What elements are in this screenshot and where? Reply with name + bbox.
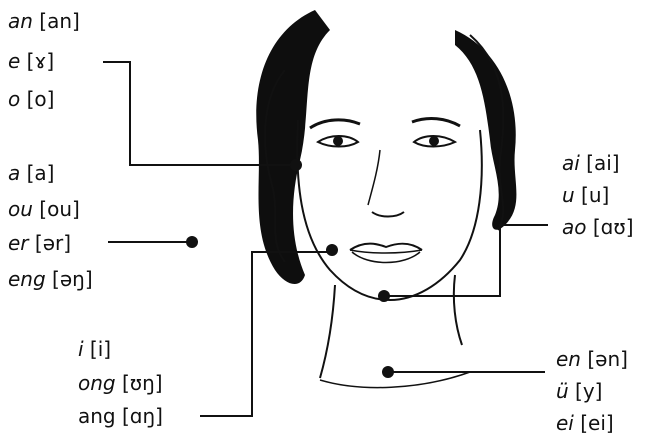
- nose-bridge: [368, 150, 380, 205]
- ipa-text: [i]: [90, 337, 111, 361]
- label-ou: ou [ou]: [8, 196, 80, 222]
- eyebrow-left: [310, 120, 360, 128]
- pointer-dot: [326, 244, 338, 256]
- pinyin-text: o: [8, 87, 20, 111]
- ipa-text: [ɑʊ]: [593, 215, 634, 239]
- pinyin-text: ü: [556, 379, 569, 403]
- ipa-text: [o]: [27, 87, 55, 111]
- label-u-umlaut: ü [y]: [556, 378, 603, 404]
- ipa-text: [ɤ]: [27, 49, 55, 73]
- iris-right: [429, 136, 439, 146]
- ipa-text: [y]: [575, 379, 602, 403]
- ipa-text: [ɑŋ]: [122, 404, 163, 428]
- pinyin-text: eng: [8, 267, 46, 291]
- label-er: er [ər]: [8, 230, 71, 256]
- lips-upper: [350, 244, 422, 250]
- pointer-dot: [186, 236, 198, 248]
- eyebrow-right: [412, 119, 460, 126]
- face-outline: [297, 120, 482, 300]
- label-ai: ai [ai]: [562, 150, 620, 176]
- label-ao: ao [ɑʊ]: [562, 214, 634, 240]
- leader-bottom-left: [200, 252, 330, 416]
- ipa-text: [a]: [27, 161, 55, 185]
- pinyin-text: u: [562, 183, 575, 207]
- pinyin-text: a: [8, 161, 20, 185]
- neck-right: [454, 275, 462, 345]
- pinyin-text: ong: [78, 371, 116, 395]
- label-ei: ei [ei]: [556, 410, 614, 436]
- pointer-dot: [382, 366, 394, 378]
- pinyin-text: er: [8, 231, 29, 255]
- label-en: en [ən]: [556, 346, 628, 372]
- ipa-text: [an]: [39, 9, 80, 33]
- label-o: o [o]: [8, 86, 54, 112]
- pinyin-text: ang: [78, 404, 116, 428]
- pointer-dot: [290, 159, 302, 171]
- label-e: e [ɤ]: [8, 48, 54, 74]
- ipa-text: [ei]: [580, 411, 613, 435]
- ipa-text: [u]: [581, 183, 609, 207]
- label-a: a [a]: [8, 160, 55, 186]
- label-an: an [an]: [8, 8, 80, 34]
- ipa-text: [ou]: [39, 197, 80, 221]
- pinyin-text: ai: [562, 151, 580, 175]
- pinyin-text: ei: [556, 411, 574, 435]
- hair-right-outer: [455, 30, 516, 230]
- label-eng: eng [əŋ]: [8, 266, 93, 292]
- neck-left: [320, 285, 335, 378]
- pinyin-text: ou: [8, 197, 33, 221]
- pinyin-text: ao: [562, 215, 587, 239]
- iris-left: [333, 136, 343, 146]
- ipa-text: [ʊŋ]: [122, 371, 163, 395]
- pointer-dot: [378, 290, 390, 302]
- nose-base: [372, 212, 404, 217]
- ipa-text: [ər]: [35, 231, 71, 255]
- collar-line: [320, 372, 470, 388]
- ipa-text: [ai]: [586, 151, 619, 175]
- label-u: u [u]: [562, 182, 609, 208]
- pinyin-text: en: [556, 347, 581, 371]
- pinyin-text: e: [8, 49, 20, 73]
- pinyin-text: an: [8, 9, 33, 33]
- pinyin-text: i: [78, 337, 84, 361]
- ipa-text: [əŋ]: [52, 267, 93, 291]
- leader-mid-right: [384, 225, 548, 296]
- label-ang: ang [ɑŋ]: [78, 403, 163, 429]
- label-ong: ong [ʊŋ]: [78, 370, 163, 396]
- ipa-text: [ən]: [587, 347, 628, 371]
- label-i: i [i]: [78, 336, 111, 362]
- lips-mid: [350, 250, 422, 253]
